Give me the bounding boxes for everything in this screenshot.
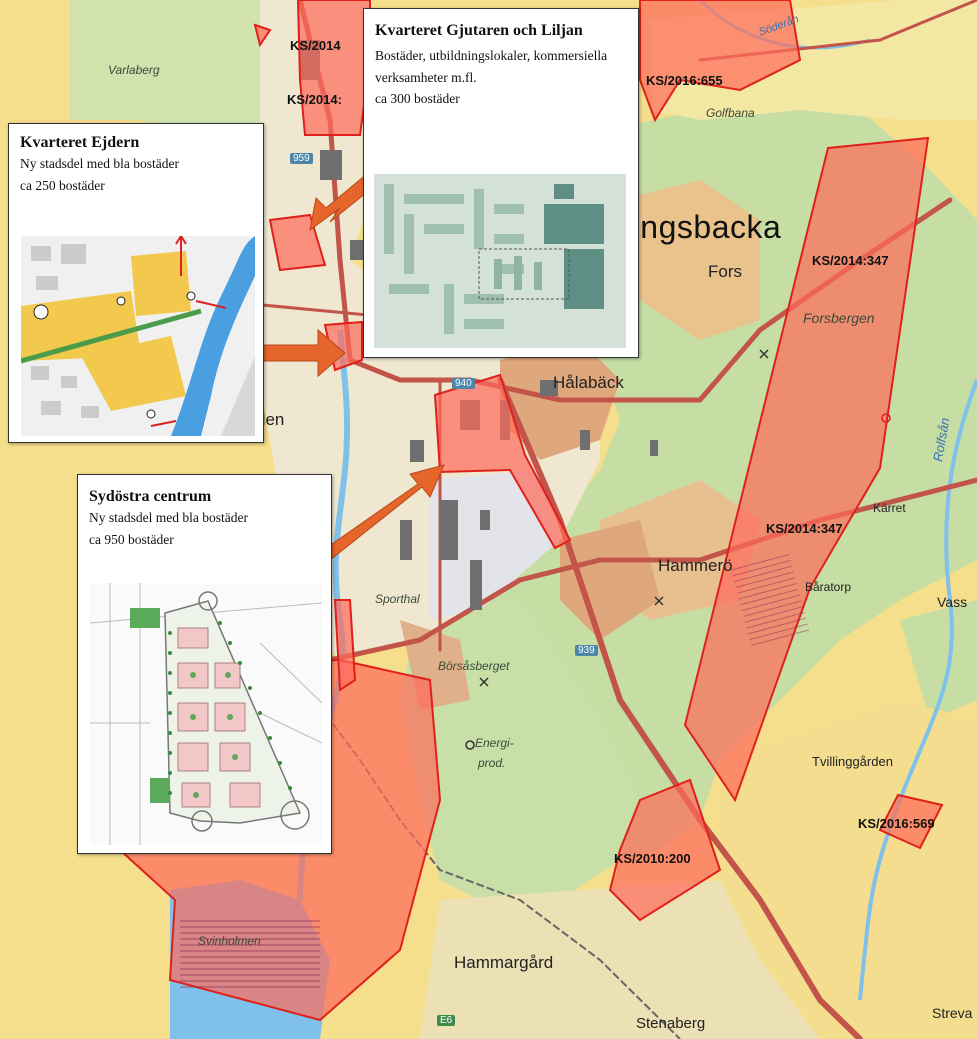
area-code-ks2016-569: KS/2016:569 bbox=[858, 816, 935, 831]
plan-area-ks2016-655 bbox=[639, 0, 802, 123]
site-plan-image bbox=[90, 583, 322, 845]
plan-area-small bbox=[333, 599, 357, 692]
area-code-ks2010-200: KS/2010:200 bbox=[614, 851, 691, 866]
field-area bbox=[420, 880, 820, 1039]
callout-ejdern-count: ca 250 bostäder bbox=[20, 177, 105, 193]
map-label-sporthal: Sporthal bbox=[375, 592, 420, 606]
area-code-ks2014-b: KS/2014: bbox=[287, 92, 342, 107]
map-symbols bbox=[465, 349, 891, 750]
map-label-baratorp: Båratorp bbox=[805, 580, 852, 594]
built-area bbox=[560, 520, 660, 640]
map-label-tvillinggarden: Tvillinggården bbox=[812, 754, 893, 769]
map-label-karret: Kärret bbox=[873, 501, 906, 515]
callout-sydostra: Sydöstra centrum Ny stadsdel med bla bos… bbox=[77, 474, 332, 854]
area-code-ks2014-347-a: KS/2014:347 bbox=[812, 253, 889, 268]
map-label-forsbergen: Forsbergen bbox=[803, 310, 875, 326]
callout-sydostra-title: Sydöstra centrum bbox=[89, 488, 212, 505]
callout-gjutaren-title: Kvarteret Gjutaren och Liljan bbox=[375, 22, 583, 39]
callout-gjutaren-count: ca 300 bostäder bbox=[375, 91, 460, 107]
map-label-hammero: Hammerö bbox=[658, 556, 733, 575]
callout-gjutaren-text: Bostäder, utbildningslokaler, kommersiel… bbox=[375, 48, 608, 85]
callout-ejdern-plan bbox=[21, 236, 255, 436]
map-label-kungsbacka: ungsbacka bbox=[622, 209, 782, 245]
hatched-area bbox=[180, 920, 320, 990]
industrial-area bbox=[430, 470, 560, 620]
map-label-borsasberget: Börsåsberget bbox=[438, 659, 510, 673]
callout-sydostra-plan bbox=[90, 583, 322, 845]
map-label-stenaberg: Stenaberg bbox=[636, 1015, 706, 1032]
plan-area-ks2010-200 bbox=[608, 778, 722, 922]
callout-sydostra-text: Ny stadsdel med bla bostäder bbox=[89, 510, 248, 525]
road-sign-940: 940 bbox=[452, 378, 475, 389]
field-area bbox=[720, 700, 977, 1039]
map-label-prod: prod. bbox=[478, 756, 506, 770]
aerial-image bbox=[374, 174, 626, 348]
plan-area-ks2014-347 bbox=[683, 136, 930, 803]
map-label-halabacks: Hålabäck bbox=[553, 373, 624, 392]
callout-gjutaren: Kvarteret Gjutaren och Liljan Bostäder, … bbox=[363, 8, 639, 358]
road-sign-939: 939 bbox=[575, 645, 598, 656]
map-label-golfbana: Golfbana bbox=[706, 106, 755, 120]
map-label-svinholmen: Svinholmen bbox=[198, 934, 261, 948]
road-sign-959: 959 bbox=[290, 153, 313, 164]
forest-area bbox=[70, 0, 300, 160]
map-label-fors: Fors bbox=[708, 262, 742, 281]
area-code-ks2014-a: KS/2014 bbox=[290, 38, 341, 53]
callout-ejdern: Kvarteret Ejdern Ny stadsdel med bla bos… bbox=[8, 123, 264, 443]
map-label-vass: Vass bbox=[937, 594, 968, 610]
callout-ejdern-text: Ny stadsdel med bla bostäder bbox=[20, 156, 179, 171]
forest-area bbox=[900, 600, 977, 720]
map-label-energi: Energi- bbox=[475, 736, 514, 750]
hatched-area bbox=[730, 553, 810, 647]
area-code-ks2016-655: KS/2016:655 bbox=[646, 73, 723, 88]
stream bbox=[858, 379, 977, 1001]
area-code-ks2014-347-b: KS/2014:347 bbox=[766, 521, 843, 536]
arrow-to-sydostra bbox=[311, 464, 445, 569]
map-label-streva: Streva bbox=[932, 1005, 973, 1021]
road-sign-e6: E6 bbox=[437, 1015, 456, 1026]
map-label-hammargard: Hammargård bbox=[454, 953, 554, 972]
plan-area-ks2016-569 bbox=[878, 793, 944, 850]
plan-area-ks2014-north bbox=[296, 0, 371, 136]
callout-sydostra-count: ca 950 bostäder bbox=[89, 531, 174, 547]
map-label-varlaberg: Varlaberg bbox=[108, 63, 160, 77]
plan-area-small bbox=[253, 23, 272, 48]
callout-ejdern-title: Kvarteret Ejdern bbox=[20, 134, 140, 151]
plan-area-sydostra bbox=[433, 373, 572, 550]
field-area bbox=[620, 180, 760, 340]
callout-gjutaren-aerial bbox=[374, 174, 626, 348]
site-plan-image bbox=[21, 236, 255, 436]
